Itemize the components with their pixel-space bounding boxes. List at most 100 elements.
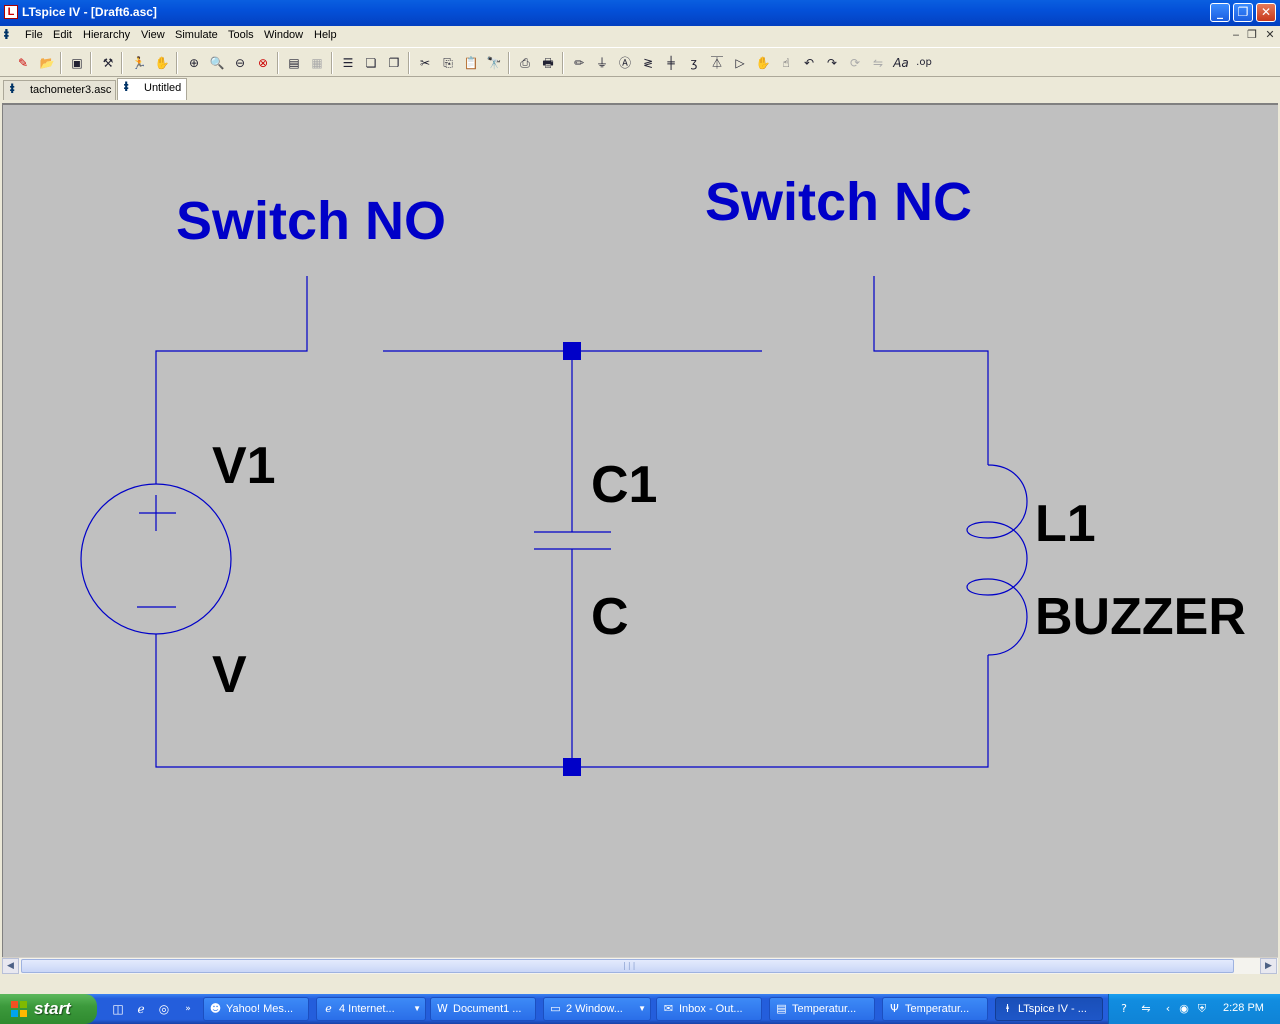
run-icon[interactable]: 🏃	[131, 56, 147, 70]
scroll-right-button[interactable]: ▶	[1260, 958, 1277, 974]
cascade-icon[interactable]: ❏	[365, 56, 377, 70]
document-minimize-button[interactable]: ‒	[1232, 28, 1240, 41]
cut-icon[interactable]: ✂	[419, 56, 431, 70]
schematic-drawing[interactable]: Switch NO Switch NC V1 V C1 C L1 BUZZER	[2, 103, 1278, 957]
redo-icon[interactable]: ↷	[826, 56, 838, 70]
internet-explorer-icon[interactable]: ℯ	[137, 1002, 145, 1016]
scroll-left-button[interactable]: ◀	[2, 958, 19, 974]
tile-horizontal-icon[interactable]: ☰	[342, 56, 354, 70]
junction-dot[interactable]	[563, 342, 581, 360]
zoom-in-icon[interactable]: ⊕	[188, 56, 200, 70]
inductor-icon[interactable]: ʒ	[690, 56, 698, 70]
drag-icon[interactable]: ☝	[782, 56, 790, 70]
plot-settings-icon[interactable]: ▦	[311, 56, 323, 70]
capacitor-icon[interactable]: ╪	[667, 56, 675, 70]
switch-no-label[interactable]: Switch NO	[176, 191, 446, 251]
diode-icon[interactable]: ⏄	[710, 56, 723, 70]
halt-icon[interactable]: ✋	[154, 56, 170, 70]
menu-simulate[interactable]: Simulate	[175, 29, 218, 41]
ltspice-app-icon[interactable]: L	[4, 5, 18, 19]
switch-nc-label[interactable]: Switch NC	[705, 172, 972, 232]
document-restore-button[interactable]: ❐	[1247, 28, 1257, 41]
wire[interactable]	[873, 276, 989, 465]
tray-expand-icon[interactable]: ‹	[1165, 1002, 1171, 1015]
menu-help[interactable]: Help	[314, 29, 337, 41]
resistor-icon[interactable]: ≷	[642, 56, 654, 70]
l1-name-label[interactable]: L1	[1035, 495, 1096, 553]
pan-icon[interactable]: 🔍	[209, 56, 225, 70]
tab-tachometer3[interactable]: ⱡ tachometer3.asc	[3, 80, 116, 100]
start-button[interactable]: start	[0, 994, 97, 1024]
minimize-button[interactable]: _	[1210, 3, 1230, 22]
print-setup-icon[interactable]: ⎙	[520, 56, 530, 70]
ground-icon[interactable]: ⏚	[595, 56, 608, 70]
task-button[interactable]: ▭2 Window...▼	[543, 997, 651, 1021]
quicklaunch-expand-icon[interactable]: »	[185, 1004, 191, 1014]
document-system-menu-icon[interactable]: ⱡ	[4, 28, 9, 43]
undo-icon[interactable]: ↶	[803, 56, 815, 70]
security-shield-icon[interactable]: ⛨	[1197, 1002, 1207, 1015]
wire[interactable]	[155, 276, 308, 484]
scroll-thumb[interactable]: |||	[21, 959, 1234, 973]
tile-vertical-icon[interactable]: ❐	[388, 56, 400, 70]
junction-dot[interactable]	[563, 758, 581, 776]
system-tray: ? ⇋ ‹ ◉ ⛨ 2:28 PM	[1108, 994, 1280, 1024]
text-icon[interactable]: Aa	[893, 56, 909, 70]
l1-value-label[interactable]: BUZZER	[1035, 588, 1246, 646]
autorange-plot-icon[interactable]: ▤	[288, 56, 300, 70]
network-icon[interactable]: ⇋	[1141, 1002, 1151, 1015]
spice-directive-icon[interactable]: .op	[916, 57, 932, 68]
menu-edit[interactable]: Edit	[53, 29, 72, 41]
voltage-source-symbol[interactable]	[80, 483, 232, 635]
print-icon[interactable]: 🖶	[542, 56, 554, 70]
new-schematic-icon[interactable]: ✎	[17, 56, 29, 70]
menu-tools[interactable]: Tools	[228, 29, 254, 41]
copy-icon[interactable]: ⎘	[443, 56, 453, 70]
title-bar[interactable]: L LTspice IV - [Draft6.asc] _ ❐ ✕	[0, 0, 1280, 26]
inductor-symbol[interactable]	[966, 464, 1028, 656]
zoom-out-icon[interactable]: ⊖	[234, 56, 246, 70]
tray-app-icon[interactable]: ◉	[1179, 1002, 1189, 1015]
component-icon[interactable]: ▷	[735, 56, 745, 70]
v1-value-label[interactable]: V	[212, 646, 247, 704]
v1-name-label[interactable]: V1	[212, 437, 276, 495]
save-icon[interactable]: ▣	[71, 56, 83, 70]
word-icon: W	[437, 1002, 448, 1015]
find-icon[interactable]: 🔭	[486, 56, 502, 70]
close-button[interactable]: ✕	[1256, 3, 1276, 22]
outlook-quicklaunch-icon[interactable]: ◎	[158, 1002, 170, 1016]
task-button[interactable]: ▤Temperatur...	[769, 997, 875, 1021]
c1-value-label[interactable]: C	[591, 588, 629, 646]
wire-icon[interactable]: ✏	[573, 56, 585, 70]
menu-file[interactable]: File	[25, 29, 43, 41]
label-net-icon[interactable]: Ⓐ	[618, 56, 631, 70]
restore-button[interactable]: ❐	[1233, 3, 1253, 22]
horizontal-scrollbar[interactable]: ◀ ||| ▶	[2, 957, 1278, 974]
task-label: Temperatur...	[792, 1003, 857, 1015]
task-button[interactable]: ☻Yahoo! Mes...	[203, 997, 309, 1021]
zoom-cancel-icon[interactable]: ⊗	[257, 56, 269, 70]
tab-untitled[interactable]: ⱡ Untitled	[117, 78, 187, 100]
c1-name-label[interactable]: C1	[591, 456, 657, 514]
task-button[interactable]: ✉Inbox - Out...	[656, 997, 762, 1021]
move-icon[interactable]: ✋	[755, 56, 771, 70]
clock[interactable]: 2:28 PM	[1223, 1002, 1264, 1014]
open-icon[interactable]: 📂	[39, 56, 55, 70]
document-close-button[interactable]: ✕	[1265, 28, 1275, 41]
control-panel-icon[interactable]: ⚒	[102, 56, 114, 70]
help-icon[interactable]: ?	[1121, 1002, 1127, 1015]
paste-icon[interactable]: 📋	[463, 56, 479, 70]
menu-window[interactable]: Window	[264, 29, 304, 41]
menu-hierarchy[interactable]: Hierarchy	[83, 29, 131, 41]
menu-view[interactable]: View	[141, 29, 165, 41]
schematic-canvas[interactable]: Switch NO Switch NC V1 V C1 C L1 BUZZER	[2, 103, 1278, 957]
rotate-icon[interactable]: ⟳	[849, 56, 861, 70]
group-arrow-icon: ▼	[638, 1004, 646, 1013]
show-desktop-icon[interactable]: ◫	[112, 1002, 124, 1016]
mirror-icon[interactable]: ⇋	[872, 56, 884, 70]
